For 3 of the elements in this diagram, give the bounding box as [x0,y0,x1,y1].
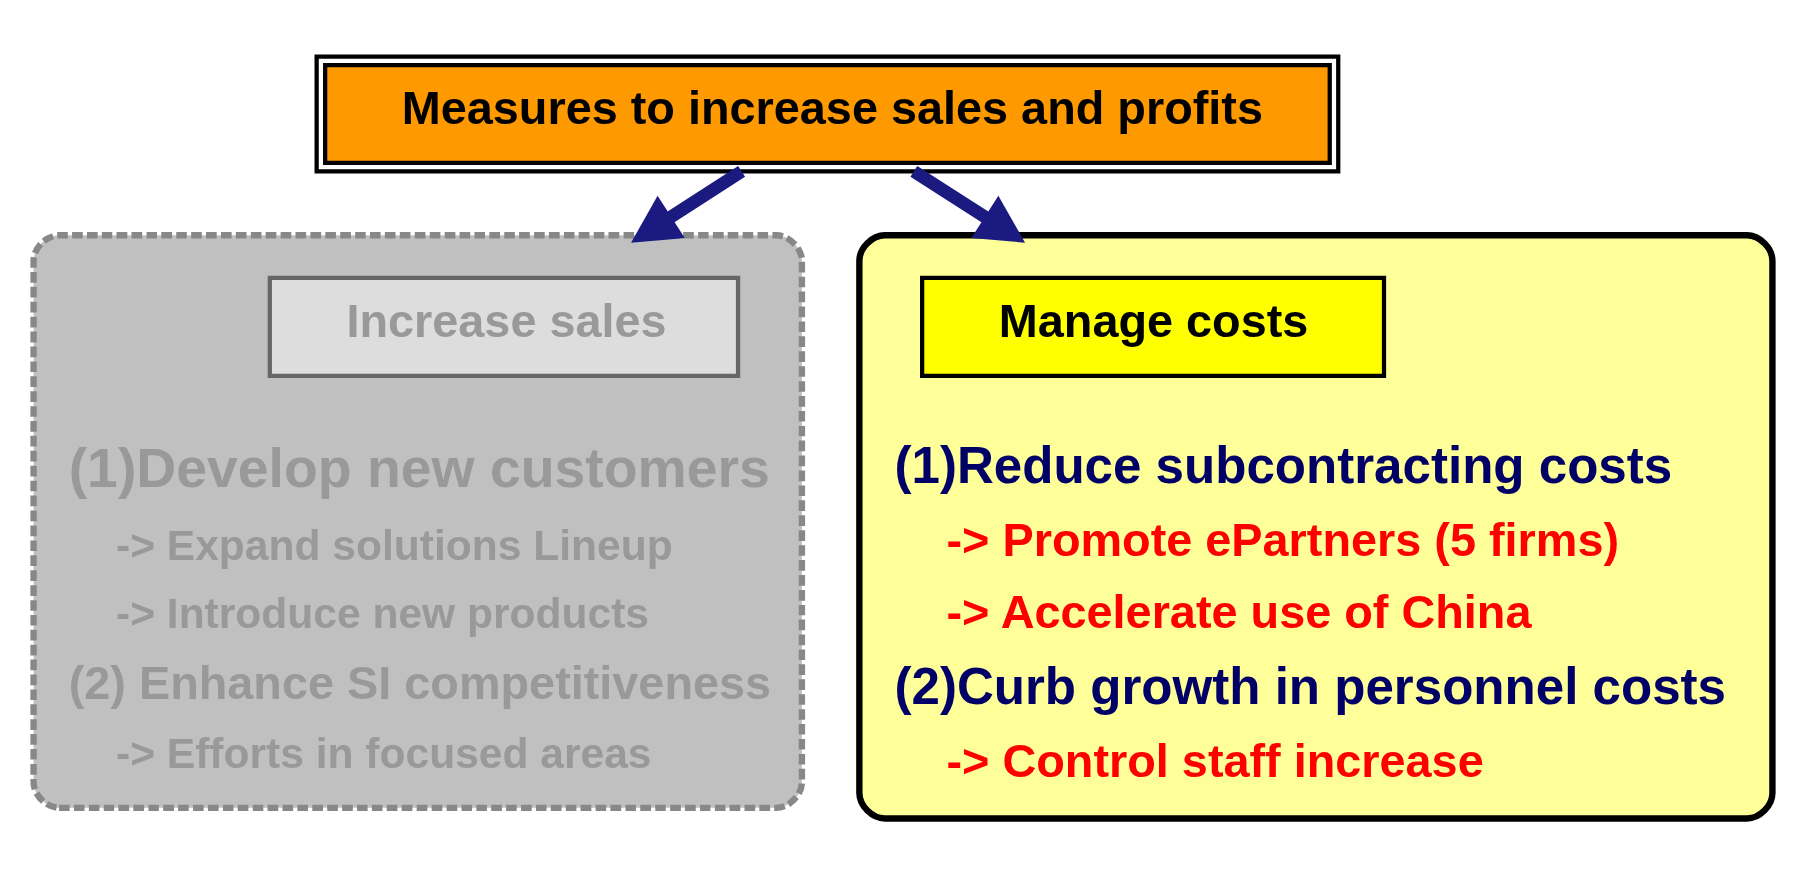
node-box: Measures to increase sales and profits [314,54,1341,174]
node-box: Increase sales [267,275,741,378]
node-box: Manage costs [920,275,1387,378]
